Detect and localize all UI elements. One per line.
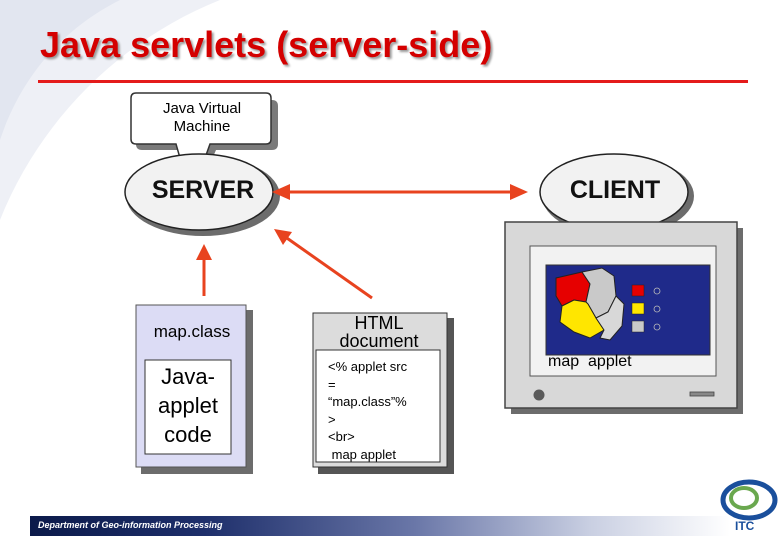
html-code-line: “map.class”% (328, 394, 407, 409)
applet-code-label: Java- applet code (144, 362, 232, 449)
applet-code-line3: code (164, 422, 212, 447)
html-code-line: <% applet src (328, 359, 408, 374)
applet-code-line2: applet (158, 393, 218, 418)
html-code-line: = (328, 376, 336, 392)
applet-code-line1: Java- (161, 364, 215, 389)
logo-text: ITC (735, 519, 755, 533)
html-to-server-arrow (274, 229, 373, 300)
client-label: CLIENT (569, 176, 661, 204)
title-underline (38, 80, 748, 83)
jvm-label-line1: Java Virtual (162, 100, 242, 117)
html-document-box (312, 312, 454, 474)
server-client-arrow (272, 184, 528, 200)
jvm-label-line2: Machine (173, 118, 231, 135)
html-doc-line1: HTML (354, 313, 404, 333)
mapclass-box (135, 304, 253, 474)
html-document-label: HTML document (318, 314, 440, 350)
footer-text: Department of Geo-information Processing (38, 520, 223, 530)
html-code-snippet: <% applet src = “map.class”% > <br> map … (328, 358, 432, 463)
server-node (124, 153, 280, 236)
monitor-caption: map applet (548, 353, 632, 370)
html-code-line: map applet (328, 446, 396, 462)
mapclass-to-server-arrow (196, 244, 212, 296)
html-code-line: > (328, 411, 336, 427)
jvm-callout (130, 92, 278, 164)
itc-logo-icon (720, 479, 778, 521)
jvm-label: Java Virtual Machine (132, 100, 272, 136)
footer-bar (30, 516, 730, 536)
html-doc-line2: document (339, 331, 419, 351)
slide-title: Java servlets (server-side) (40, 24, 493, 65)
server-label: SERVER (151, 176, 255, 204)
client-monitor (504, 221, 743, 414)
html-code-line: <br> (328, 429, 355, 444)
map-class-label: map.class (153, 322, 231, 341)
